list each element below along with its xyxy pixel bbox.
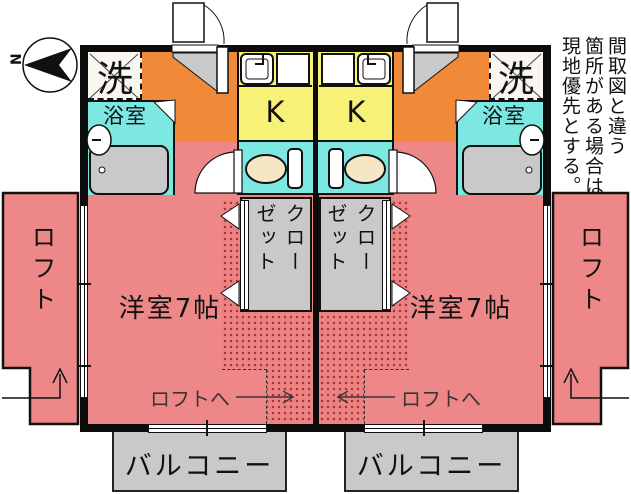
balcony-label-right: バルコニー [356,450,507,482]
laundry-label-left: 洗 [96,59,133,100]
window-tick [77,365,91,367]
western-room-label-right: 洋室7帖 [409,293,513,324]
to-loft-label-left: ロフトへ [150,386,230,411]
compass-north-label: N [9,53,25,65]
bathroom-label-right: 浴室 [482,104,526,128]
window-side-right [543,205,551,398]
kitchen-label-left: K [265,95,285,129]
disclaimer-col1: 間取図と違う [605,36,627,156]
compass-icon: N [9,37,78,93]
closet-label-col2: ゼット [253,203,277,275]
closet-label-right: クロー ゼット [321,203,379,309]
window-tick [423,420,425,436]
loft-stairs-arrow-right [563,367,579,384]
window-tick [540,283,554,285]
hatch-dash-right [364,370,365,424]
hatch-dash-left [266,370,267,424]
kitchen-label-right: K [346,95,366,129]
to-loft-label-right: ロフトへ [401,386,481,411]
loft-label-right: ロフト [576,224,605,317]
closet-door-track-left [240,200,249,310]
hatch-dash-left2 [222,369,267,370]
balcony-label-left: バルコニー [124,450,275,482]
closet-left [240,197,312,312]
disclaimer-col3: 現地優先とする。 [559,36,581,196]
loft-label-left: ロフト [28,224,57,317]
hatch-dash-right2 [364,369,409,370]
bathroom-label-left: 浴室 [103,104,147,128]
window-tick [206,420,208,436]
window-side-left [80,205,88,398]
loft-stairs-arrow-left [52,367,68,384]
toilet-left [237,142,313,195]
window-tick [77,283,91,285]
disclaimer-col2: 箇所がある場合は [582,36,604,196]
closet-door-track-right [382,200,391,310]
closet-label-col1: クロー [353,203,377,275]
balcony-right [344,430,519,492]
toilet-right [318,142,394,195]
closet-label-col1: クロー [282,203,306,275]
laundry-label-right: 洗 [497,59,534,100]
disclaimer-note: 間取図と違う 箇所がある場合は 現地優先とする。 [551,36,627,226]
western-room-label-left: 洋室7帖 [118,293,222,324]
window-tick [540,365,554,367]
closet-label-left: クロー ゼット [250,203,308,309]
closet-label-col2: ゼット [324,203,348,275]
